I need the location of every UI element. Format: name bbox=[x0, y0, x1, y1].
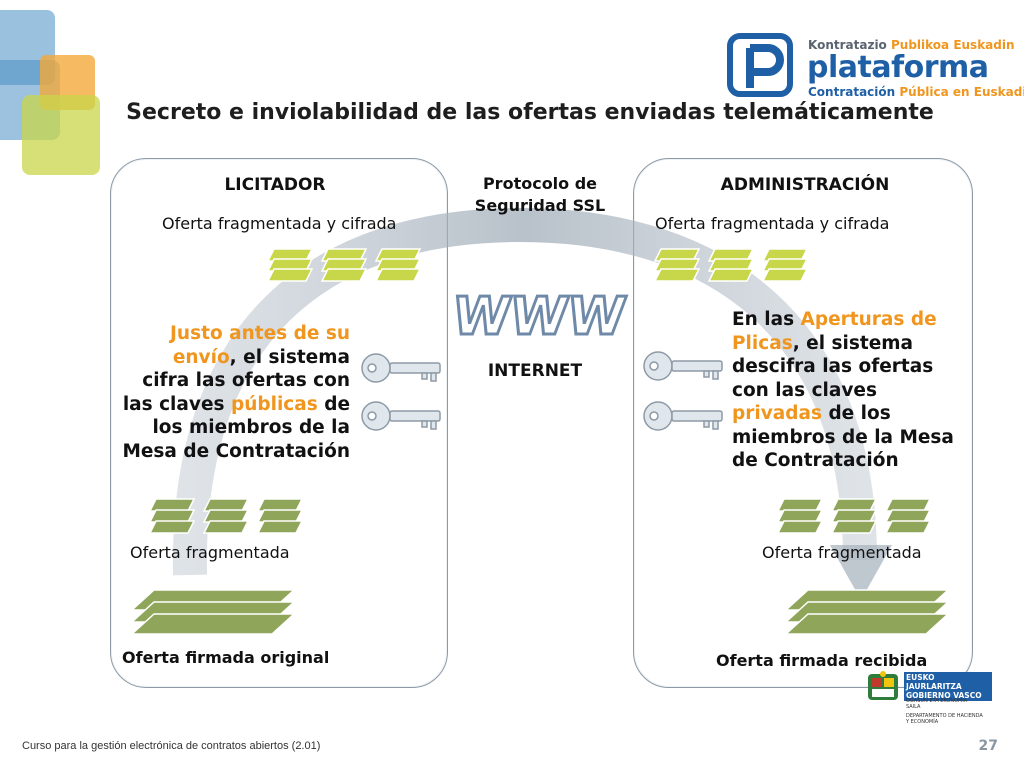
left-key-icons bbox=[361, 353, 441, 431]
gov-line1: EUSKO JAURLARITZA bbox=[906, 673, 962, 691]
protocol-label: Protocolo de Seguridad SSL bbox=[455, 173, 625, 217]
right-text-l2b: , el sistema bbox=[792, 332, 914, 354]
right-encrypted-stacks bbox=[653, 248, 809, 282]
left-text-l2a: envío bbox=[172, 346, 230, 368]
right-fragmented-label: Oferta fragmentada bbox=[762, 543, 922, 562]
logo-line1a: Kontratazio bbox=[808, 38, 891, 52]
plataforma-p-icon bbox=[727, 33, 793, 97]
left-encrypted-label: Oferta fragmentada y cifrada bbox=[162, 214, 397, 233]
gobierno-vasco-logo: EUSKO JAURLARITZA GOBIERNO VASCO OGASUN … bbox=[866, 668, 996, 732]
slide-title: Secreto e inviolabilidad de las ofertas … bbox=[126, 100, 934, 125]
right-text-l6: miembros de la Mesa bbox=[732, 426, 954, 448]
right-text-l1a: En las bbox=[732, 309, 801, 330]
right-text-l5a: privadas bbox=[732, 403, 822, 424]
left-fragmented-stacks bbox=[148, 498, 304, 534]
left-text-l3: cifra las ofertas con bbox=[142, 370, 350, 391]
right-text-l1b: Aperturas de bbox=[800, 309, 937, 330]
left-original-label: Oferta firmada original bbox=[122, 648, 330, 667]
gov-sub2: DEPARTAMENTO DE HACIENDA bbox=[906, 713, 983, 719]
left-text-l5: los miembros de la bbox=[152, 417, 350, 438]
administracion-header: ADMINISTRACIÓN bbox=[720, 175, 890, 195]
www-icon: WWW bbox=[447, 286, 630, 349]
gov-dept-text: OGASUN ETA EKONOMIA SAILA DEPARTAMENTO D… bbox=[906, 698, 983, 725]
gov-name-block: EUSKO JAURLARITZA GOBIERNO VASCO bbox=[904, 672, 992, 701]
protocol-line2: Seguridad SSL bbox=[474, 196, 606, 215]
right-text-l7: de Contratación bbox=[732, 450, 899, 471]
right-text-l5b: de los bbox=[822, 403, 891, 424]
left-fragmented-label: Oferta fragmentada bbox=[130, 543, 290, 562]
protocol-line1: Protocolo de bbox=[482, 174, 598, 193]
www-text: WWW bbox=[449, 287, 629, 347]
internet-label: INTERNET bbox=[487, 361, 583, 381]
logo-line3a: Contratación bbox=[808, 85, 900, 99]
right-fragmented-stacks bbox=[776, 498, 932, 534]
gov-sub2b: Y ECONOMÍA bbox=[906, 719, 939, 725]
footer-course-text: Curso para la gestión electrónica de con… bbox=[22, 740, 321, 752]
gov-line2: GOBIERNO VASCO bbox=[906, 691, 982, 700]
left-text-l2b: , el sistema bbox=[229, 346, 350, 368]
gov-sub1b: SAILA bbox=[906, 704, 921, 710]
right-text-l4: con las claves bbox=[732, 379, 877, 401]
right-description: En las Aperturas de Plicas, el sistema d… bbox=[732, 308, 967, 473]
left-text-l4b: públicas bbox=[230, 393, 318, 415]
logo-main: plataforma bbox=[807, 50, 989, 85]
logo-line3b: Pública en Euskadi bbox=[899, 85, 1024, 99]
logo-line1b: Publikoa Euskadin bbox=[890, 38, 1015, 52]
right-received-label: Oferta firmada recibida bbox=[716, 651, 928, 670]
left-text-l4a: las claves bbox=[122, 393, 231, 415]
right-text-l3: descifra las ofertas bbox=[732, 356, 934, 377]
left-original-stack bbox=[130, 589, 296, 635]
gov-sub1: OGASUN ETA EKONOMIA bbox=[906, 698, 968, 704]
right-key-icons bbox=[643, 351, 723, 431]
left-text-l6: Mesa de Contratación bbox=[122, 440, 350, 462]
left-text-l4c: de bbox=[317, 393, 350, 415]
left-encrypted-stacks bbox=[266, 248, 422, 282]
licitador-header: LICITADOR bbox=[224, 175, 326, 195]
page-number: 27 bbox=[978, 738, 998, 754]
left-description: Justo antes de su envío, el sistema cifr… bbox=[110, 322, 350, 463]
decorative-squares bbox=[0, 10, 100, 175]
right-text-l2a: Plicas bbox=[732, 332, 793, 354]
plataforma-logo: Kontratazio Publikoa Euskadin plataforma… bbox=[727, 32, 1024, 102]
right-received-stack bbox=[784, 589, 950, 635]
left-text-l1: Justo antes de su bbox=[170, 323, 350, 344]
right-encrypted-label: Oferta fragmentada y cifrada bbox=[655, 214, 890, 233]
coat-of-arms-icon bbox=[868, 671, 898, 700]
